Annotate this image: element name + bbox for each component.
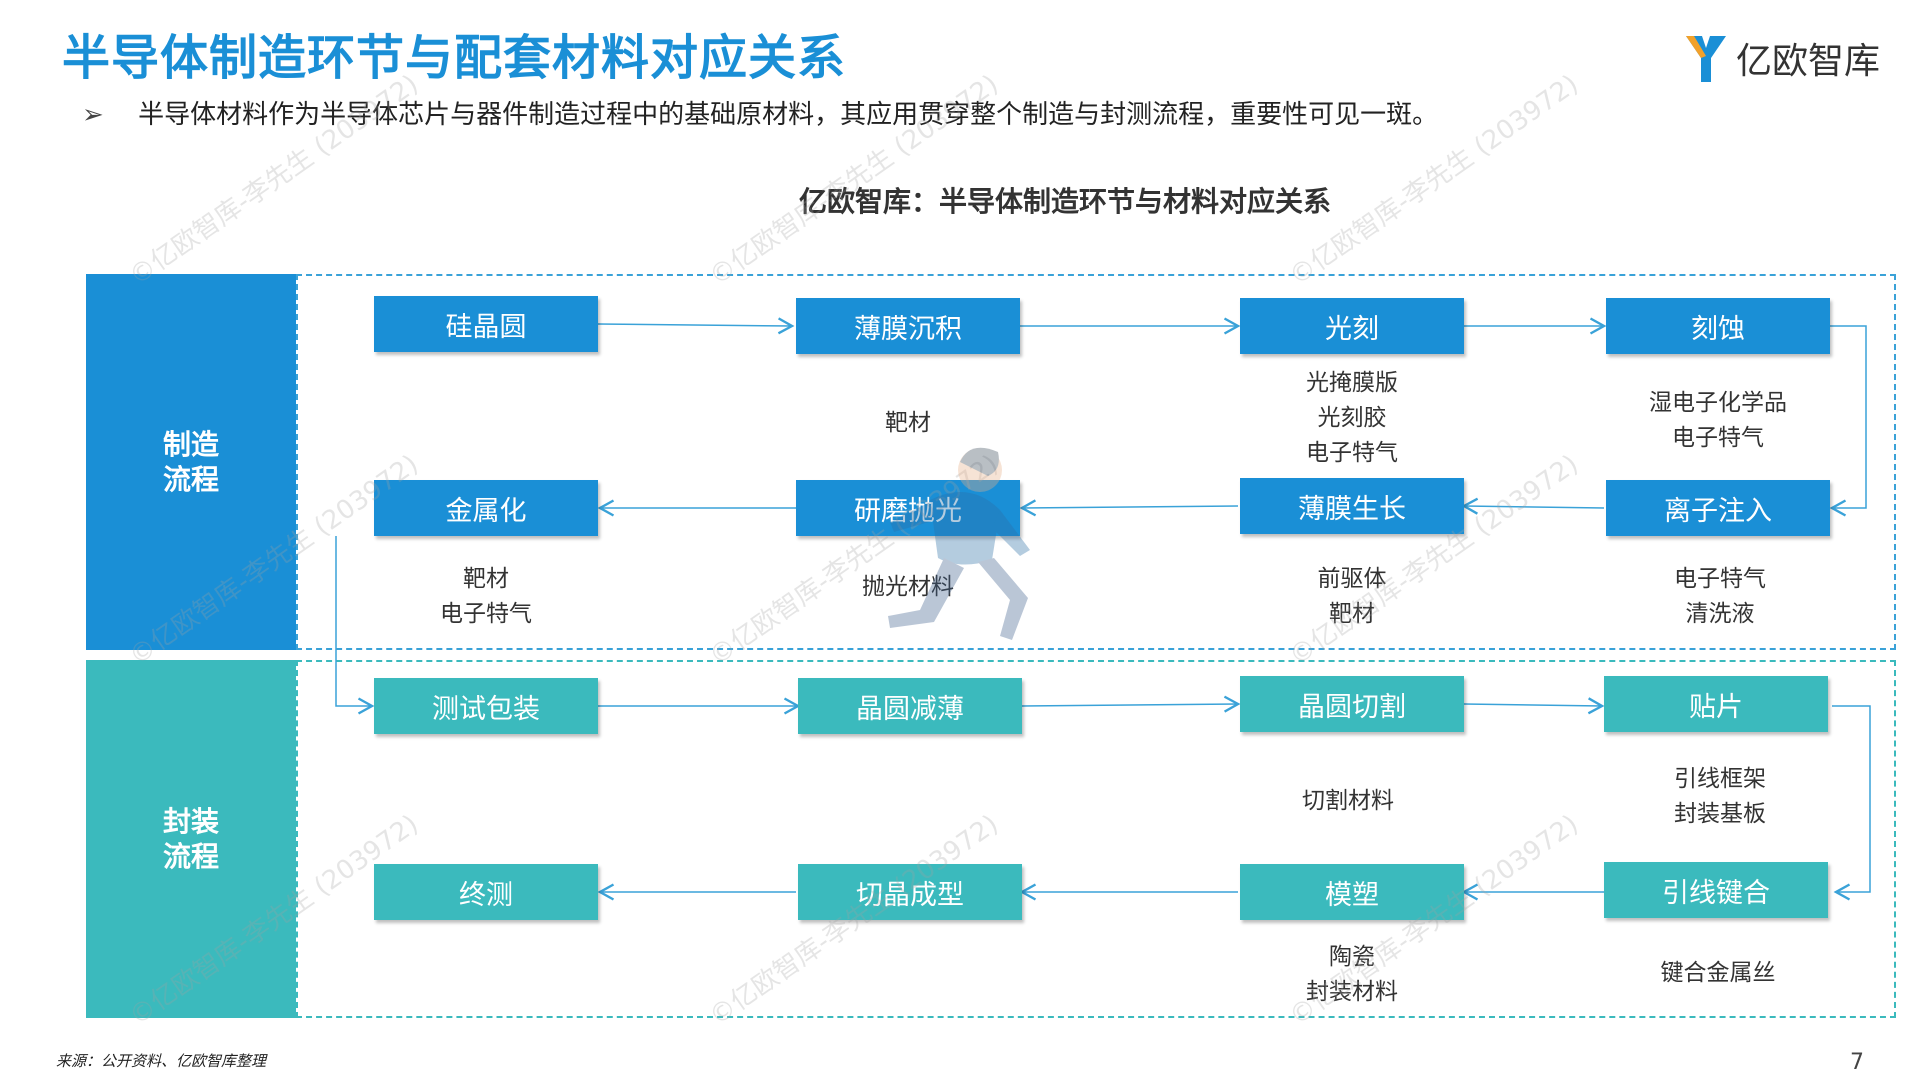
materials-thin-film: 靶材 — [778, 406, 1038, 441]
page-title: 半导体制造环节与配套材料对应关系 — [62, 30, 847, 86]
materials-etch: 湿电子化学品 电子特气 — [1588, 386, 1848, 456]
step-lithography: 光刻 — [1240, 298, 1464, 354]
step-molding: 模塑 — [1240, 864, 1464, 920]
material-item: 切割材料 — [1302, 788, 1394, 814]
step-wafer: 硅晶圆 — [374, 296, 598, 352]
bullet-arrow-icon: ➢ — [82, 100, 104, 130]
section-packaging-label: 封装 流程 — [86, 660, 296, 1018]
step-final-test: 终测 — [374, 864, 598, 920]
material-item: 抛光材料 — [862, 574, 954, 600]
diagram-title: 亿欧智库：半导体制造环节与材料对应关系 — [798, 185, 1331, 218]
step-ion-implant: 离子注入 — [1606, 480, 1830, 536]
logo-text: 亿欧智库 — [1736, 41, 1881, 82]
step-trim-form: 切晶成型 — [798, 864, 1022, 920]
step-wire-bonding: 引线键合 — [1604, 862, 1828, 918]
materials-molding: 陶瓷 封装材料 — [1222, 940, 1482, 1010]
material-item: 键合金属丝 — [1660, 960, 1776, 986]
material-item: 清洗液 — [1685, 601, 1755, 627]
materials-lithography: 光掩膜版 光刻胶 电子特气 — [1222, 366, 1482, 471]
source-note: 来源：公开资料、亿欧智库整理 — [56, 1052, 267, 1070]
material-item: 光刻胶 — [1317, 405, 1387, 431]
step-wafer-thinning: 晶圆减薄 — [798, 678, 1022, 734]
material-item: 前驱体 — [1317, 566, 1387, 592]
step-wafer-dicing: 晶圆切割 — [1240, 676, 1464, 732]
material-item: 电子特气 — [440, 601, 532, 627]
material-item: 陶瓷 — [1329, 944, 1375, 970]
packaging-frame — [296, 660, 1896, 1018]
material-item: 靶材 — [463, 566, 509, 592]
material-item: 光掩膜版 — [1306, 370, 1398, 396]
material-item: 引线框架 — [1674, 766, 1766, 792]
manufacturing-frame — [296, 274, 1896, 650]
logo-icon — [1686, 36, 1726, 82]
step-etch: 刻蚀 — [1606, 298, 1830, 354]
runner-illustration — [888, 447, 1030, 640]
section-packaging-text: 封装 流程 — [162, 805, 219, 873]
material-item: 湿电子化学品 — [1649, 390, 1787, 416]
materials-ion: 电子特气 清洗液 — [1590, 562, 1850, 632]
page-number: 7 — [1850, 1050, 1864, 1075]
step-thin-film-deposition: 薄膜沉积 — [796, 298, 1020, 354]
material-item: 封装基板 — [1674, 801, 1766, 827]
step-cmp: 研磨抛光 — [796, 480, 1020, 536]
materials-die-attach: 引线框架 封装基板 — [1590, 762, 1850, 832]
intro-text: 半导体材料作为半导体芯片与器件制造过程中的基础原材料，其应用贯穿整个制造与封测流… — [138, 100, 1439, 130]
materials-cmp: 抛光材料 — [778, 570, 1038, 605]
material-item: 靶材 — [885, 410, 931, 436]
material-item: 靶材 — [1329, 601, 1375, 627]
materials-wire-bond: 键合金属丝 — [1588, 956, 1848, 991]
section-manufacturing-text: 制造 流程 — [162, 428, 219, 496]
materials-dicing: 切割材料 — [1218, 784, 1478, 819]
section-manufacturing-label: 制造 流程 — [86, 274, 296, 650]
step-die-attach: 贴片 — [1604, 676, 1828, 732]
step-test-packaging: 测试包装 — [374, 678, 598, 734]
materials-metallization: 靶材 电子特气 — [356, 562, 616, 632]
material-item: 电子特气 — [1672, 425, 1764, 451]
materials-film-growth: 前驱体 靶材 — [1222, 562, 1482, 632]
step-metallization: 金属化 — [374, 480, 598, 536]
material-item: 电子特气 — [1306, 440, 1398, 466]
intro-bullet: ➢ 半导体材料作为半导体芯片与器件制造过程中的基础原材料，其应用贯穿整个制造与封… — [82, 94, 1438, 131]
material-item: 封装材料 — [1306, 979, 1398, 1005]
step-film-growth: 薄膜生长 — [1240, 478, 1464, 534]
brand-logo: 亿欧智库 — [1684, 28, 1880, 88]
material-item: 电子特气 — [1674, 566, 1766, 592]
